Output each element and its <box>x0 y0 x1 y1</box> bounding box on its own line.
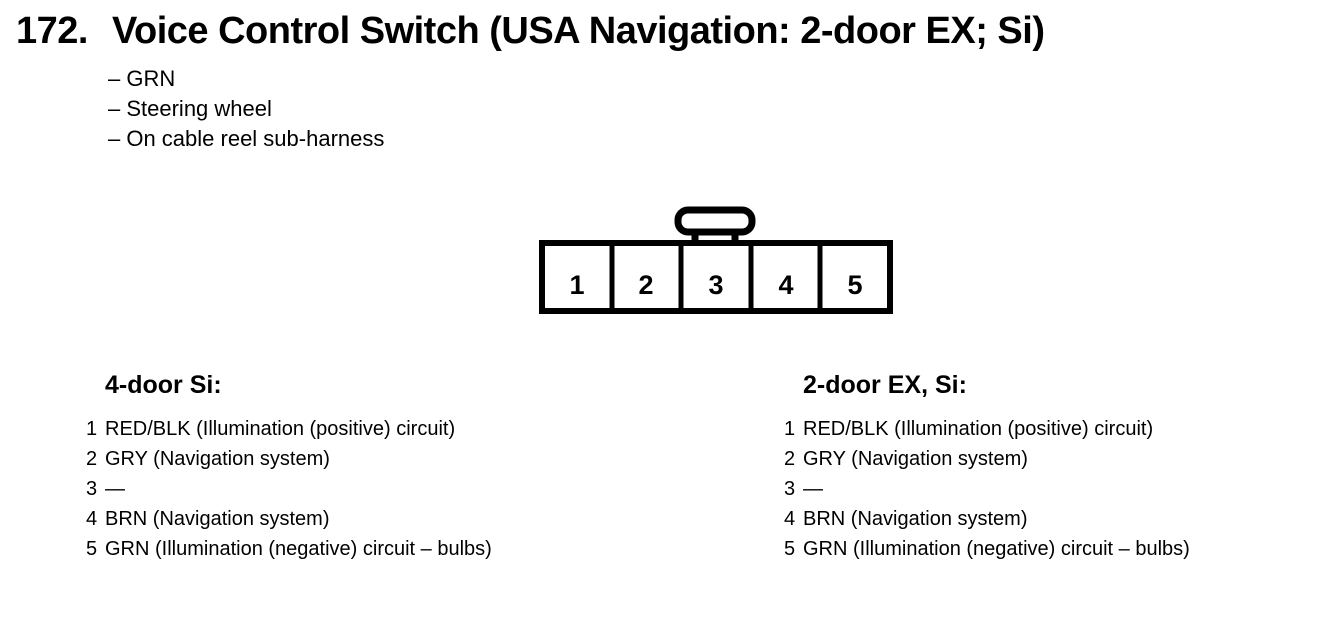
pin-description: GRN (Illumination (negative) circuit – b… <box>105 538 492 560</box>
pin-number: 4 <box>86 508 98 530</box>
pinout-row: 3 — <box>784 474 1190 504</box>
pin-description: GRY (Navigation system) <box>105 448 330 470</box>
pin-description: BRN (Navigation system) <box>105 508 330 530</box>
connector-latch-icon <box>674 206 756 246</box>
pinout-column-4door-si: 4-door Si: 1 RED/BLK (Illumination (posi… <box>86 370 492 564</box>
pin-number: 5 <box>86 538 98 560</box>
pin-description: — <box>105 478 125 500</box>
pin-number: 3 <box>86 478 98 500</box>
pin-description: GRN (Illumination (negative) circuit – b… <box>803 538 1190 560</box>
section-title-text: Voice Control Switch (USA Navigation: 2-… <box>111 10 1045 52</box>
pinout-row: 2 GRY (Navigation system) <box>784 444 1190 474</box>
pinout-row: 5 GRN (Illumination (negative) circuit –… <box>86 534 492 564</box>
connector-drawing: 1 2 3 4 5 <box>539 206 893 314</box>
pinout-row: 3 — <box>86 474 492 504</box>
note-line: – GRN <box>108 66 176 91</box>
pin-description: BRN (Navigation system) <box>803 508 1028 530</box>
pin-cavity-number: 3 <box>708 270 723 300</box>
pinout-column-2door-ex-si: 2-door EX, Si: 1 RED/BLK (Illumination (… <box>784 370 1190 564</box>
pinout-row: 4 BRN (Navigation system) <box>784 504 1190 534</box>
pin-number: 1 <box>784 418 796 440</box>
connector-body <box>539 240 893 314</box>
note-line: – Steering wheel <box>108 96 272 121</box>
pinout-row: 5 GRN (Illumination (negative) circuit –… <box>784 534 1190 564</box>
pinout-row: 1 RED/BLK (Illumination (positive) circu… <box>86 414 492 444</box>
pin-number: 3 <box>784 478 796 500</box>
pinout-column-header: 2-door EX, Si: <box>803 371 967 399</box>
notes-list: – GRN – Steering wheel – On cable reel s… <box>108 64 384 154</box>
pin-number: 2 <box>86 448 98 470</box>
pin-cavity-number: 5 <box>847 270 862 300</box>
pinout-column-header: 4-door Si: <box>105 371 222 399</box>
pin-number: 4 <box>784 508 796 530</box>
section-number: 172. <box>16 10 88 52</box>
pin-number: 5 <box>784 538 796 560</box>
pin-cavity-number: 2 <box>638 270 653 300</box>
pin-description: RED/BLK (Illumination (positive) circuit… <box>803 418 1154 440</box>
pinout-row: 4 BRN (Navigation system) <box>86 504 492 534</box>
pinout-row: 1 RED/BLK (Illumination (positive) circu… <box>784 414 1190 444</box>
pin-number: 2 <box>784 448 796 470</box>
section-title: 172. Voice Control Switch (USA Navigatio… <box>16 10 1045 53</box>
pin-number: 1 <box>86 418 98 440</box>
pinout-row: 2 GRY (Navigation system) <box>86 444 492 474</box>
pin-description: RED/BLK (Illumination (positive) circuit… <box>105 418 456 440</box>
connector-diagram: 1 2 3 4 5 <box>538 205 894 315</box>
pin-description: — <box>803 478 823 500</box>
pin-cavity-number: 4 <box>778 270 793 300</box>
pin-cavity-number: 1 <box>569 270 584 300</box>
note-line: – On cable reel sub-harness <box>108 126 385 151</box>
pin-description: GRY (Navigation system) <box>803 448 1028 470</box>
